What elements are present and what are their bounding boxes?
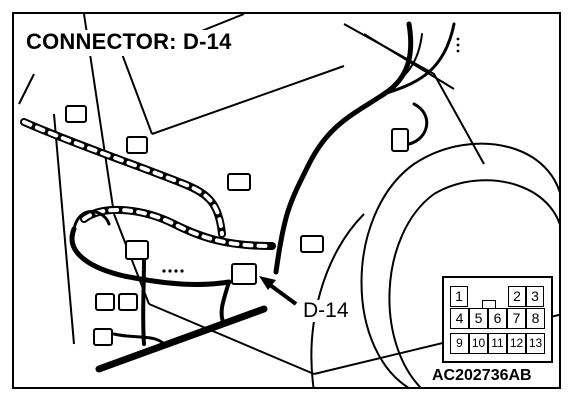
- pin-cell: 1: [450, 286, 468, 307]
- figure-code: AC202736AB: [432, 367, 532, 384]
- pin-cell: 12: [507, 333, 526, 354]
- pin-cell: 10: [469, 333, 488, 354]
- pin-cell: 6: [488, 308, 507, 329]
- diagram-frame: CONNECTOR: D-14 D-14 1 2 3 4 5 6 7 8 9 1…: [12, 12, 561, 389]
- harness-connectors: [65, 105, 409, 346]
- connector-near-wheel: [391, 128, 409, 152]
- connector-right: [300, 235, 324, 253]
- dotted-lead: [162, 37, 460, 273]
- callout-arrow: [259, 276, 298, 306]
- main-harness: [273, 21, 456, 275]
- connector-lower-left-1: [95, 293, 115, 311]
- connector-lower-left-3: [93, 328, 113, 346]
- connector-d14: [231, 263, 257, 285]
- pin-cell: 2: [508, 286, 526, 307]
- pin-cell: 9: [450, 333, 469, 354]
- pin-cell: 13: [526, 333, 545, 354]
- diagram-title: CONNECTOR: D-14: [24, 30, 236, 56]
- pin-cell: 3: [526, 286, 544, 307]
- pin-cell: 11: [488, 333, 507, 354]
- pin-cell: 7: [507, 308, 526, 329]
- striped-harness-middle: [80, 205, 276, 250]
- striped-harness-upper: [20, 118, 226, 238]
- connector-lower-left-2: [118, 293, 138, 311]
- pin-cell: 8: [526, 308, 545, 329]
- connector-upper-left: [65, 105, 87, 123]
- connector-lock-tab: [482, 300, 496, 308]
- connector-upper-right: [227, 173, 251, 191]
- wheel-outline: [310, 142, 559, 387]
- pin-cell: 5: [469, 308, 488, 329]
- connector-center: [125, 240, 149, 260]
- lower-harness: [69, 210, 268, 373]
- wiring-illustration: [18, 14, 559, 387]
- pin-cell: 4: [450, 308, 469, 329]
- connector-callout-label: D-14: [301, 299, 351, 322]
- connector-upper-mid: [126, 136, 148, 154]
- connector-face-view: 1 2 3 4 5 6 7 8 9 10 11 12 13: [442, 276, 553, 363]
